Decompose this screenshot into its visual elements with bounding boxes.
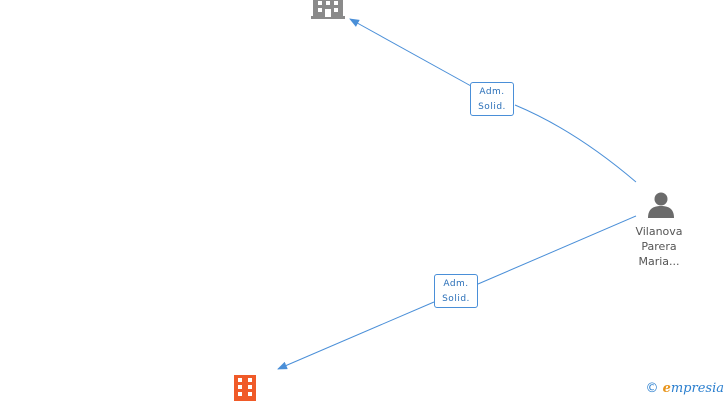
building-icon[interactable] <box>233 375 257 401</box>
edge-label-line: Adm. <box>479 87 505 97</box>
edge-label-line: Solid. <box>442 294 470 304</box>
brand-rest: mpresia <box>670 381 724 396</box>
brand-e: e <box>662 381 671 396</box>
building-icon[interactable] <box>311 0 345 20</box>
edge-person-to-top-company-arrow <box>349 18 472 87</box>
edge-label-top: Adm. Solid. <box>470 82 514 116</box>
edge-person-to-bottom-company <box>477 215 637 285</box>
edge-label-bottom: Adm. Solid. <box>434 274 478 308</box>
person-name-line: Maria... <box>638 255 680 268</box>
brand-logo: © empresia <box>645 381 724 396</box>
edge-label-line: Adm. <box>443 279 469 289</box>
person-name-label[interactable]: Vilanova Parera Maria... <box>626 224 692 269</box>
copyright-icon: © <box>645 381 659 396</box>
person-name-line: Vilanova <box>635 225 683 238</box>
edge-label-line: Solid. <box>478 102 506 112</box>
person-icon[interactable] <box>646 190 676 220</box>
edge-person-to-top-company <box>514 104 637 183</box>
edge-person-to-bottom-company-arrow <box>277 301 435 370</box>
person-name-line: Parera <box>641 240 677 253</box>
